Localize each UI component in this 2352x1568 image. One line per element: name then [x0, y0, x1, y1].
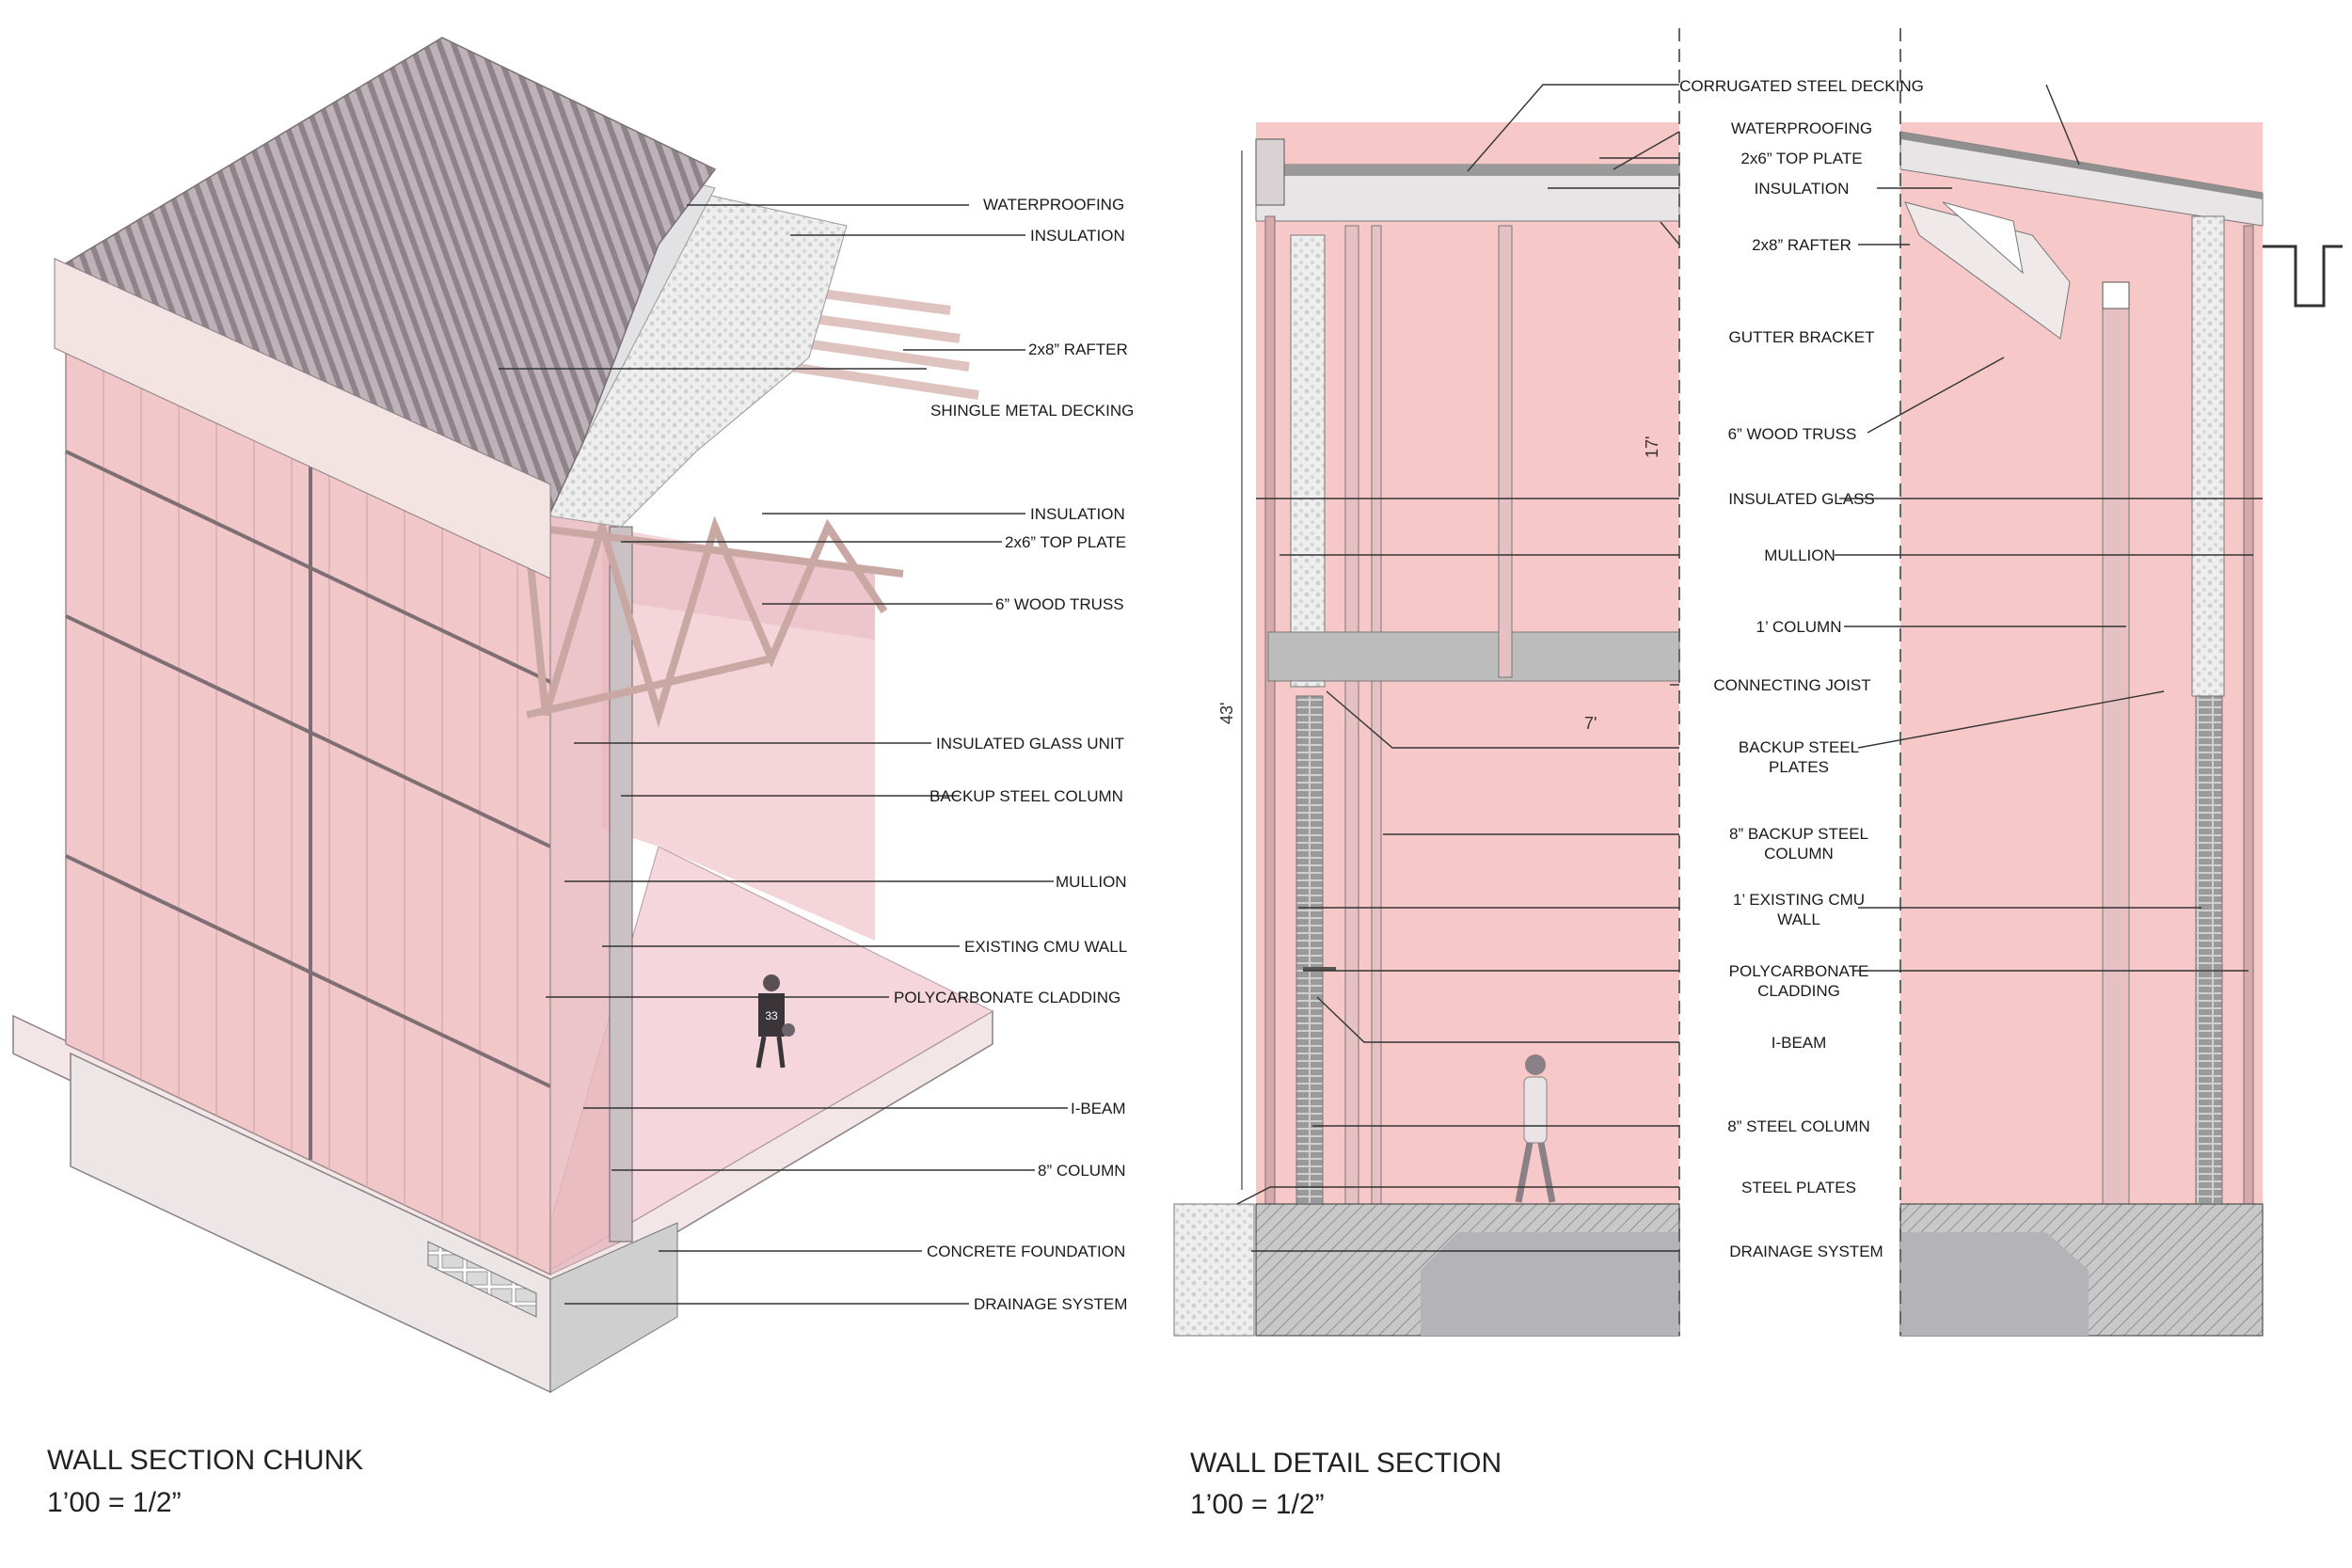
- label-existing-cmu-1: 1’ EXISTING CMU: [1733, 891, 1865, 909]
- label-polycarbonate-1: POLYCARBONATE: [1729, 962, 1869, 980]
- label-backup-column-2: COLUMN: [1764, 845, 1834, 863]
- interior-side-wall: [621, 536, 875, 640]
- roof-fascia-front: [54, 258, 551, 579]
- detail-leaders: [1236, 84, 2263, 1252]
- label-ibeam-d: I-BEAM: [1772, 1034, 1827, 1052]
- drain-channel-left: [1421, 1232, 1679, 1336]
- label-backup-column-1: 8” BACKUP STEEL: [1729, 825, 1868, 843]
- chunk-caption-scale: 1’00 = 1/2”: [47, 1487, 182, 1518]
- chunk-leaders: [499, 204, 1068, 1305]
- label-insulation-mid: INSULATION: [1030, 505, 1125, 523]
- label-backup-plates-1: BACKUP STEEL: [1739, 738, 1859, 756]
- wood-trusses: [523, 514, 904, 728]
- dim-total-height: 43': [1217, 703, 1236, 724]
- label-waterproofing-d: WATERPROOFING: [1731, 119, 1872, 137]
- label-backup-steel-column: BACKUP STEEL COLUMN: [930, 787, 1123, 805]
- cladding-lines: [103, 301, 518, 1259]
- polycarbonate-left: [1264, 215, 1276, 1205]
- sidewalk-left: [1173, 1203, 1255, 1337]
- label-steel-plates: STEEL PLATES: [1741, 1179, 1856, 1196]
- label-polycarbonate: POLYCARBONATE CLADDING: [894, 989, 1120, 1006]
- label-mullion-d: MULLION: [1764, 546, 1836, 564]
- column-left-2: [1371, 225, 1382, 1205]
- label-rafter: 2x8” RAFTER: [1028, 341, 1128, 358]
- gutter-right: [2263, 245, 2343, 308]
- label-insulated-glass-unit: INSULATED GLASS UNIT: [936, 735, 1124, 752]
- label-insulation-d: INSULATION: [1755, 180, 1850, 198]
- label-rafter-d: 2x8” RAFTER: [1752, 236, 1851, 254]
- drainage-grate: [427, 1241, 537, 1318]
- label-insulation-top: INSULATION: [1030, 227, 1125, 245]
- truss-gusset-right: [1942, 201, 2024, 275]
- parapet-left: [1255, 138, 1285, 206]
- detail-caption-scale: 1’00 = 1/2”: [1190, 1489, 1325, 1520]
- label-existing-cmu-2: WALL: [1777, 911, 1820, 928]
- column-cap-right: [2102, 281, 2130, 309]
- interior-back-wall: [602, 527, 875, 941]
- label-shingle-decking: SHINGLE METAL DECKING: [930, 402, 1134, 420]
- label-steel-column-d: 8” STEEL COLUMN: [1727, 1117, 1869, 1135]
- label-concrete-foundation: CONCRETE FOUNDATION: [927, 1243, 1125, 1260]
- label-mullion: MULLION: [1056, 873, 1127, 891]
- player-number: 33: [765, 1009, 778, 1022]
- label-drainage-d: DRAINAGE SYSTEM: [1729, 1243, 1883, 1260]
- wall-insulation-right: [2191, 215, 2225, 697]
- label-insulated-glass: INSULATED GLASS: [1728, 490, 1875, 508]
- column-right: [2102, 281, 2130, 1205]
- truss-post: [1498, 225, 1513, 678]
- label-drainage: DRAINAGE SYSTEM: [974, 1295, 1127, 1313]
- cmu-wall-left: [1295, 695, 1324, 1205]
- label-polycarbonate-2: CLADDING: [1757, 982, 1840, 1000]
- concrete-foundation-body: [549, 1222, 678, 1393]
- polycarbonate-right: [2243, 225, 2254, 1205]
- label-ibeam: I-BEAM: [1071, 1100, 1126, 1117]
- wall-section-chunk: 33 WATERPROOFING INSULATION: [12, 37, 1134, 1518]
- chunk-caption-title: WALL SECTION CHUNK: [47, 1445, 363, 1476]
- label-top-plate: 2x6” TOP PLATE: [1005, 533, 1126, 551]
- cmu-wall-right: [2195, 695, 2223, 1205]
- wall-insulation-left: [1290, 234, 1326, 688]
- backup-steel-column: [609, 526, 633, 1243]
- label-column: 8” COLUMN: [1038, 1162, 1126, 1180]
- label-top-plate-d: 2x6” TOP PLATE: [1740, 150, 1862, 167]
- dim-upper-height: 17': [1643, 436, 1661, 458]
- label-backup-plates-2: PLATES: [1769, 758, 1829, 776]
- label-wood-truss-d: 6” WOOD TRUSS: [1728, 425, 1857, 443]
- basketball-player-figure: 33: [755, 974, 795, 1069]
- label-corrugated-decking: CORRUGATED STEEL DECKING: [1679, 77, 1924, 95]
- label-wood-truss: 6” WOOD TRUSS: [995, 595, 1124, 613]
- detail-caption-title: WALL DETAIL SECTION: [1190, 1448, 1502, 1479]
- label-waterproofing: WATERPROOFING: [983, 196, 1124, 214]
- connecting-joist: [1267, 631, 1680, 682]
- column-left-1: [1344, 225, 1359, 1205]
- roof-decking-right: [1900, 132, 2263, 199]
- dim-joist-span: 7': [1584, 714, 1597, 733]
- label-connecting-joist: CONNECTING JOIST: [1713, 676, 1870, 694]
- label-gutter-bracket: GUTTER BRACKET: [1729, 328, 1875, 346]
- label-existing-cmu: EXISTING CMU WALL: [964, 938, 1127, 956]
- wall-detail-section: 43' 17' 7': [1173, 28, 2343, 1520]
- drain-channel-right: [1900, 1232, 2089, 1336]
- facade-mullions: [65, 398, 551, 1160]
- label-column-d: 1’ COLUMN: [1756, 618, 1842, 636]
